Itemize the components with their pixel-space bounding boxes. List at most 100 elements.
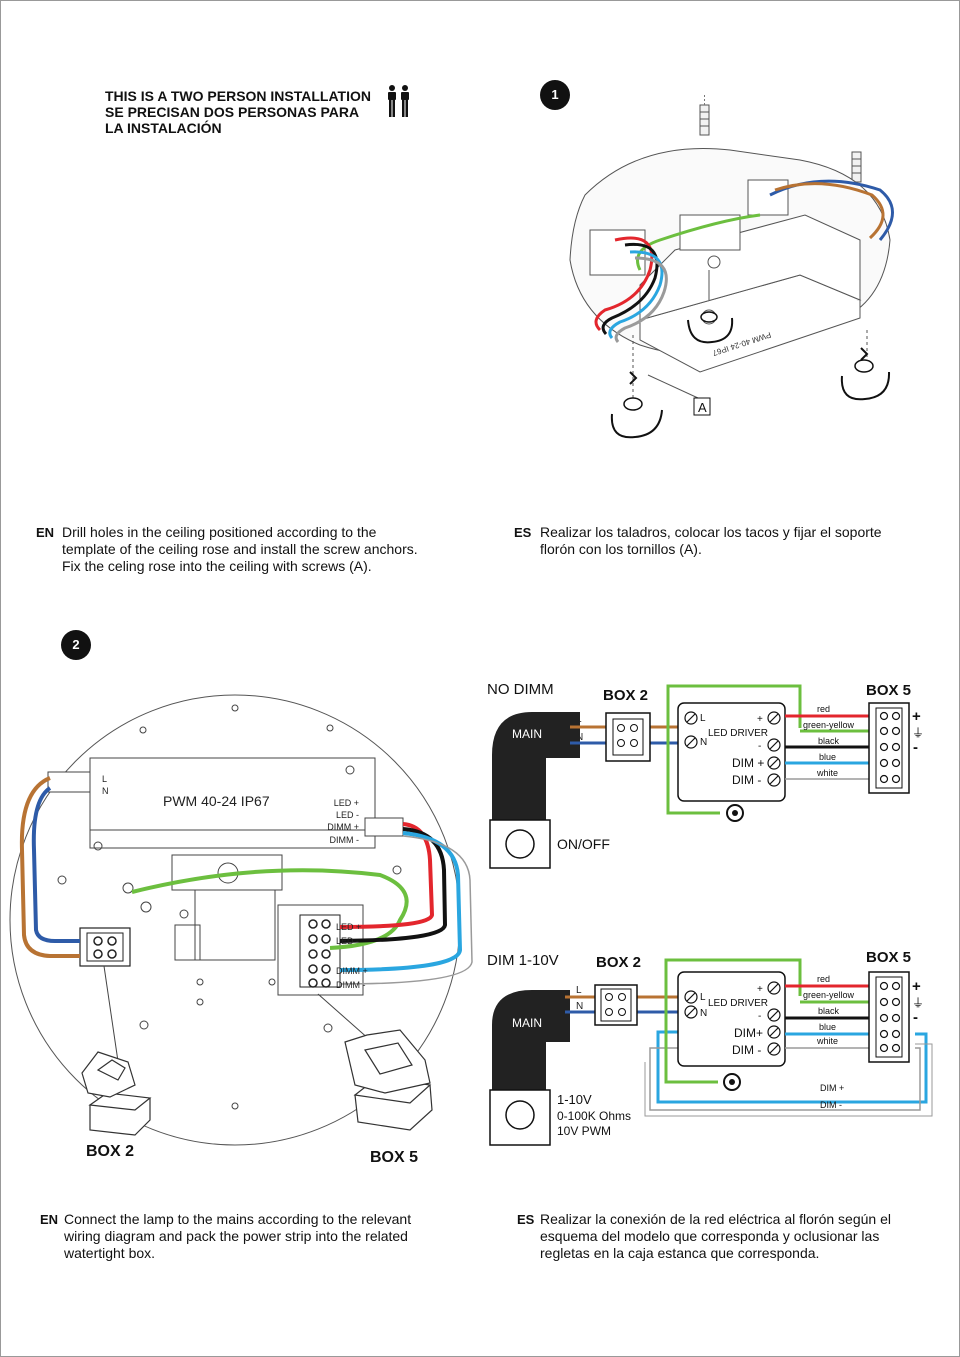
wire-color-label: green-yellow: [803, 990, 855, 1000]
sign-plus: +: [912, 978, 921, 995]
driver-l: L: [102, 774, 107, 784]
label-a-box: [693, 397, 711, 416]
text-line: Realizar la conexión de la red eléctrica…: [540, 1211, 891, 1227]
step1-wires: [594, 179, 894, 343]
box5-terminal-label: DIMM -: [336, 980, 366, 990]
text-line: template of the ceiling rose and install…: [62, 541, 418, 557]
box2-title: BOX 2: [603, 687, 648, 704]
switch-label: ON/OFF: [557, 836, 610, 852]
wire-l: L: [576, 714, 582, 725]
step2-en-text: Connect the lamp to the mains according …: [64, 1211, 411, 1262]
driver-label: LED DRIVER: [708, 998, 768, 1009]
wire-color-label: blue: [819, 752, 836, 762]
main-label: MAIN: [512, 727, 542, 741]
diagram-title: NO DIMM: [487, 681, 554, 698]
step2-es-text: Realizar la conexión de la red eléctrica…: [540, 1211, 891, 1262]
box2-terminal-holes: [93, 936, 117, 959]
text-line: esquema del modelo que corresponda y ocl…: [540, 1228, 880, 1244]
step-2-badge: 2: [61, 630, 91, 660]
dim-plus-line: DIM +: [820, 1083, 844, 1093]
driver-plus: +: [757, 984, 763, 995]
text-line: Connect the lamp to the mains according …: [64, 1211, 412, 1227]
driver-dim-minus: DIM -: [732, 773, 761, 787]
text-line: Realizar los taladros, colocar los tacos…: [540, 524, 882, 540]
installation-note-line: SE PRECISAN DOS PERSONAS PARA: [105, 104, 360, 120]
driver-l: L: [700, 992, 706, 1003]
driver-minus: -: [758, 1011, 761, 1022]
wire-color-label: blue: [819, 1022, 836, 1032]
driver-plus: +: [757, 714, 763, 725]
nodimm-diagram: NO DIMM BOX 2 BOX 5 MAIN L N L N LED DRI…: [487, 681, 924, 869]
driver-terminal-label: LED -: [336, 810, 359, 820]
driver-terminal-label: DIMM +: [327, 822, 359, 832]
wire-color-label: red: [817, 974, 830, 984]
step-1-badge: 1: [540, 80, 570, 110]
watertight-box-5: [344, 1029, 433, 1131]
main-label: MAIN: [512, 1016, 542, 1030]
driver-model-text: PWM 40-24 IP67: [163, 793, 270, 809]
box2-title: BOX 2: [596, 954, 641, 971]
sign-minus: -: [913, 1009, 918, 1026]
driver-dim-minus: DIM -: [732, 1043, 761, 1057]
driver-label: LED DRIVER: [708, 728, 768, 739]
driver-l: L: [700, 713, 706, 724]
step2-driver-text: L N PWM 40-24 IP67 LED + LED - DIMM + DI…: [102, 774, 368, 990]
dimmer-spec: 10V PWM: [557, 1124, 611, 1138]
step1-en-text: Drill holes in the ceiling positioned ac…: [62, 524, 418, 575]
earth-icon: ⏚: [912, 996, 924, 1010]
ceiling-rose-illustration: [569, 95, 891, 400]
text-line: florón con los tornillos (A).: [540, 541, 702, 557]
screw-anchor: [699, 95, 710, 136]
text-line: watertight box.: [64, 1245, 156, 1261]
wire-color-label: black: [818, 1006, 840, 1016]
sign-plus: +: [912, 708, 921, 725]
installation-note-line: LA INSTALACIÓN: [105, 120, 222, 136]
step2-fixture: [9, 694, 461, 1146]
wire-color-label: green-yellow: [803, 720, 855, 730]
dim-minus-line: DIM -: [820, 1100, 842, 1110]
wire-l: L: [576, 985, 582, 996]
wire-color-label: white: [816, 768, 838, 778]
driver-terminal-label: LED +: [334, 798, 359, 808]
driver-n: N: [700, 737, 707, 748]
wire-color-label: black: [818, 736, 840, 746]
text-line: Fix the celing rose into the ceiling wit…: [62, 558, 372, 574]
watertight-box-2: [81, 1051, 152, 1136]
sign-minus: -: [913, 739, 918, 756]
dimmer-spec: 1-10V: [557, 1092, 592, 1107]
driver-dim-plus: DIM+: [734, 1026, 763, 1040]
wire-color-label: white: [816, 1036, 838, 1046]
dim110-diagram: DIM 1-10V BOX 2 BOX 5 DIM + DIM - MAIN L…: [487, 949, 933, 1146]
driver-minus: -: [758, 741, 761, 752]
text-line: regletas en la caja estanca que correspo…: [540, 1245, 820, 1261]
screw-head: [610, 311, 891, 439]
driver-dim-plus: DIM +: [732, 756, 764, 770]
step2-en-tag: EN: [40, 1212, 59, 1227]
wire-color-label: red: [817, 704, 830, 714]
label-a: A: [698, 400, 707, 415]
wire-n: N: [576, 732, 583, 743]
diagram-title: DIM 1-10V: [487, 952, 559, 969]
installation-note: THIS IS A TWO PERSON INSTALLATION SE PRE…: [105, 88, 371, 136]
driver-terminal-label: DIMM -: [330, 835, 360, 845]
step1-en-tag: EN: [36, 525, 55, 540]
wire-n: N: [576, 1001, 583, 1012]
box5-terminal-holes: [308, 919, 331, 988]
step1-es-tag: ES: [514, 525, 532, 540]
step2-es-tag: ES: [517, 1212, 535, 1227]
driver-n: N: [102, 786, 109, 796]
driver-n: N: [700, 1008, 707, 1019]
dimmer-spec: 0-100K Ohms: [557, 1109, 631, 1123]
text-line: Drill holes in the ceiling positioned ac…: [62, 524, 377, 540]
step2-wires: [19, 776, 473, 985]
box5-terminal-label: LED -: [336, 936, 359, 946]
box5-title: BOX 5: [866, 682, 911, 699]
box5-title: BOX 5: [866, 949, 911, 966]
screw-anchor: [851, 151, 862, 183]
text-line: wiring diagram and pack the power strip …: [64, 1228, 408, 1244]
box2-caption: BOX 2: [86, 1143, 134, 1160]
installation-note-line: THIS IS A TWO PERSON INSTALLATION: [105, 88, 371, 104]
box5-caption: BOX 5: [370, 1149, 418, 1166]
two-persons-icon: [388, 85, 409, 117]
